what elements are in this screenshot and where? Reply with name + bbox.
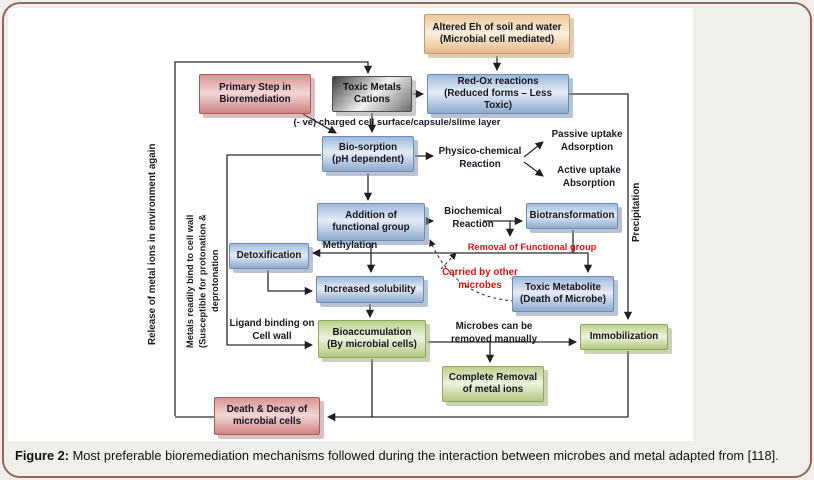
node-altered-eh: Altered Eh of soil and water (Microbial … <box>424 14 570 54</box>
node-toxic-metals-label: Toxic Metals Cations <box>342 82 402 105</box>
label-microbes-removed: Microbes can be removed manually <box>450 321 538 345</box>
label-passive-uptake: Passive uptake Adsorption <box>551 129 623 153</box>
label-metals-bind-cell-wall: Metals readily bind to cell wall (Suscep… <box>185 214 221 348</box>
node-complete-removal: Complete Removal of metal ions <box>442 366 544 402</box>
label-biochemical-reaction: Biochemical Reaction <box>444 206 502 230</box>
node-detoxification-label: Detoxification <box>236 250 302 262</box>
label-physico-chemical: Physico-chemical Reaction <box>438 146 522 170</box>
node-redox-label: Red-Ox reactions (Reduced forms – Less T… <box>444 76 552 111</box>
node-immobilization: Immobilization <box>580 324 668 350</box>
node-primary-step: Primary Step in Bioremediation <box>199 74 311 114</box>
node-toxic-metals: Toxic Metals Cations <box>332 76 412 112</box>
label-removal-functional-group: Removal of Functional group <box>467 242 597 252</box>
node-addition-label: Addition of functional group <box>332 210 410 233</box>
node-redox: Red-Ox reactions (Reduced forms – Less T… <box>427 74 569 114</box>
label-methylation: Methylation <box>322 240 378 251</box>
node-immobilization-label: Immobilization <box>589 331 659 343</box>
node-toxic-metabolite-label: Toxic Metabolite (Death of Microbe) <box>520 282 606 305</box>
node-detoxification: Detoxification <box>229 243 309 269</box>
node-increased-solubility-label: Increased solubility <box>324 283 416 295</box>
node-altered-eh-label: Altered Eh of soil and water (Microbial … <box>432 22 562 45</box>
node-biotransformation-label: Biotransformation <box>529 210 615 222</box>
node-toxic-metabolite: Toxic Metabolite (Death of Microbe) <box>512 276 614 312</box>
node-increased-solubility: Increased solubility <box>316 276 424 303</box>
node-complete-removal-label: Complete Removal of metal ions <box>448 372 538 395</box>
label-active-uptake: Active uptake Absorption <box>557 165 621 189</box>
node-biosorption: Bio-sorption (pH dependent) <box>322 136 414 172</box>
node-bioaccumulation: Bioaccumulation (By microbial cells) <box>318 320 426 358</box>
label-precipitation: Precipitation <box>631 182 642 242</box>
node-biosorption-label: Bio-sorption (pH dependent) <box>332 142 404 165</box>
node-primary-step-label: Primary Step in Bioremediation <box>219 82 291 105</box>
dashed-connectors <box>429 239 551 302</box>
label-carried-by-microbes: Carried by other microbes <box>442 267 518 291</box>
label-negative-charge: (- ve) charged cell surface/capsule/slim… <box>293 117 501 128</box>
solid-connectors <box>174 56 633 422</box>
node-bioaccumulation-label: Bioaccumulation (By microbial cells) <box>327 327 417 350</box>
node-death-decay-label: Death & Decay of microbial cells <box>226 404 308 427</box>
label-release-metal-ions: Release of metal ions in environment aga… <box>147 143 158 345</box>
figure-caption-text: Most preferable bioremediation mechanism… <box>72 448 779 463</box>
node-biotransformation: Biotransformation <box>526 203 618 229</box>
node-addition-functional-group: Addition of functional group <box>317 203 425 241</box>
label-ligand-binding: Ligand binding on Cell wall <box>229 318 315 342</box>
figure-caption-number: Figure 2: <box>15 448 70 463</box>
figure-caption: Figure 2: Most preferable bioremediation… <box>15 448 799 463</box>
node-death-decay: Death & Decay of microbial cells <box>214 397 320 435</box>
